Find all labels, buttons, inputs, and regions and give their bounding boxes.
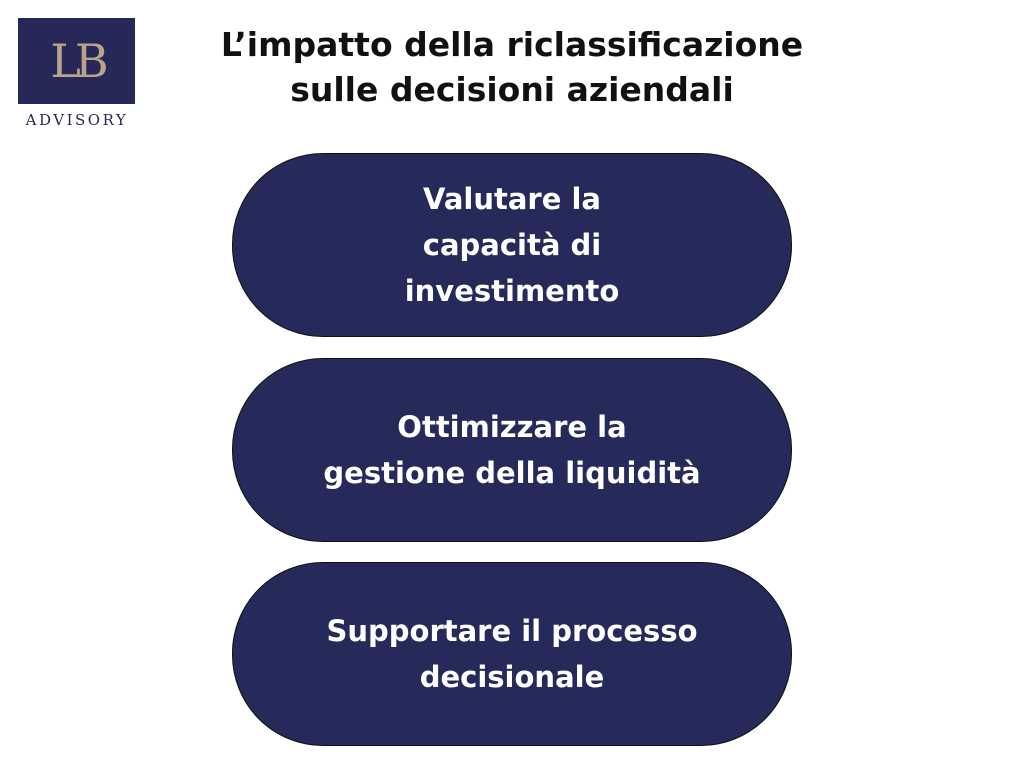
pill-label: Supportare il processo decisionale: [326, 614, 698, 694]
pill-label: Ottimizzare la gestione della liquidità: [323, 410, 701, 490]
pill-investment-capacity: Valutare la capacità di investimento: [232, 153, 792, 337]
pill-liquidity-management: Ottimizzare la gestione della liquidità: [232, 358, 792, 542]
pill-decision-process: Supportare il processo decisionale: [232, 562, 792, 746]
pill-label: Valutare la capacità di investimento: [404, 182, 620, 308]
logo-mark: LB: [50, 34, 108, 88]
logo: LB: [18, 18, 135, 104]
page-title: L’impatto della riclassificazione sulle …: [220, 25, 804, 109]
logo-text: ADVISORY: [25, 111, 129, 129]
